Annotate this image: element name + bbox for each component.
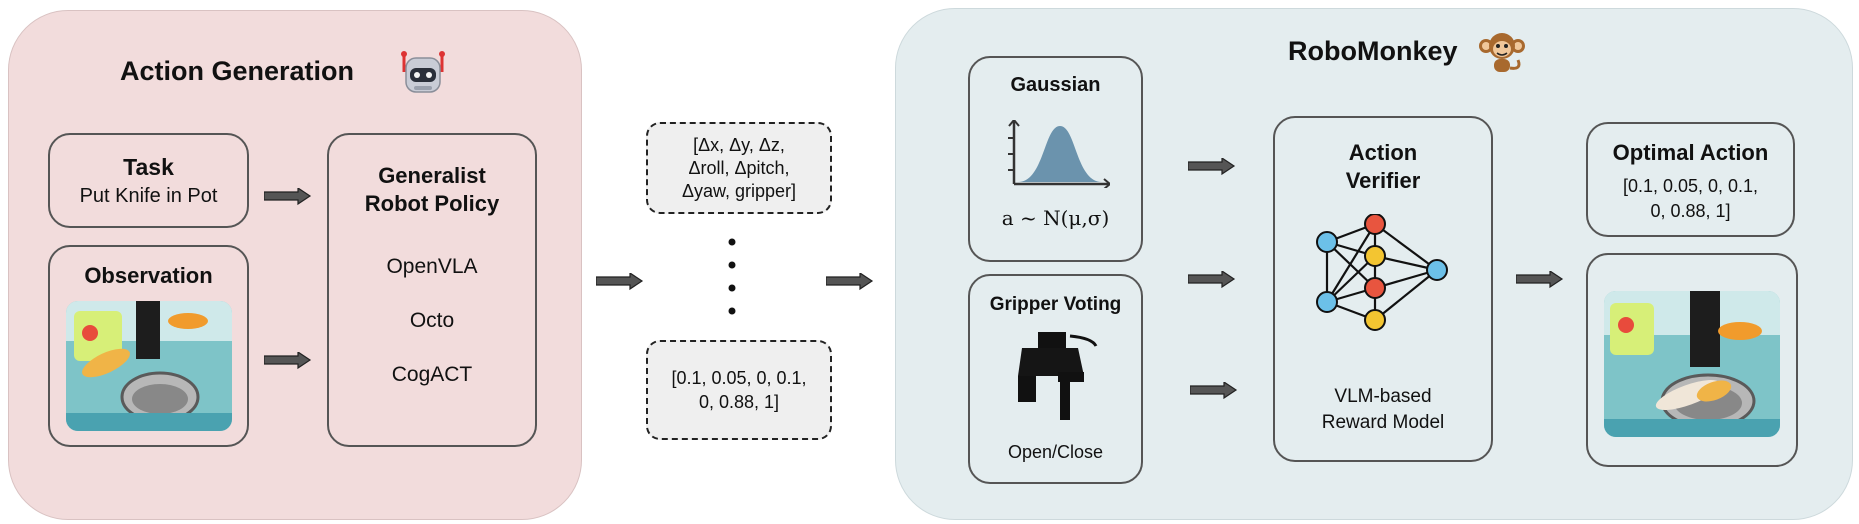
action-format-line1: [Δx, Δy, Δz,	[693, 134, 785, 155]
arrow-gripper-to-verifier	[1190, 382, 1237, 399]
model-octo: Octo	[409, 309, 455, 332]
model-cogact: CogACT	[391, 363, 473, 386]
model-openvla: OpenVLA	[386, 255, 478, 278]
optimal-action-box: Optimal Action [0.1, 0.05, 0, 0.1, 0, 0.…	[1586, 122, 1795, 237]
example-action-box: [0.1, 0.05, 0, 0.1, 0, 0.88, 1]	[646, 340, 832, 440]
optimal-action-title: Optimal Action	[1612, 140, 1769, 165]
action-generation-title: Action Generation	[120, 56, 355, 86]
task-text: Put Knife in Pot	[79, 184, 218, 207]
observation-box: Observation	[48, 245, 249, 447]
observation-image	[66, 301, 232, 431]
example-action-line1: [0.1, 0.05, 0, 0.1,	[671, 368, 807, 388]
arrow-policy-to-actions	[596, 273, 643, 290]
gaussian-curve-icon	[1008, 120, 1110, 188]
action-format-line2: Δroll, Δpitch,	[688, 157, 790, 178]
verifier-caption-line2: Reward Model	[1321, 412, 1445, 433]
neural-network-icon	[1316, 214, 1448, 331]
example-action-line2: 0, 0.88, 1]	[698, 392, 780, 412]
arrow-task-to-policy	[264, 188, 311, 205]
robot-icon	[401, 51, 445, 93]
policy-title-line1: Generalist	[378, 163, 486, 188]
result-image-box	[1586, 253, 1798, 467]
robomonkey-title: RoboMonkey	[1288, 36, 1458, 66]
arrow-verifier-to-optimal	[1516, 271, 1563, 288]
arrow-mid-to-verifier	[1188, 271, 1235, 288]
policy-title-line2: Robot Policy	[364, 191, 500, 216]
vertical-ellipsis	[728, 238, 736, 315]
monkey-icon	[1479, 33, 1525, 72]
arrow-gaussian-to-verifier	[1188, 158, 1235, 175]
action-verifier-box: Action Verifier VLM-based Reward Model	[1273, 116, 1493, 462]
gaussian-formula: a ~ N(μ,σ)	[1001, 206, 1110, 230]
task-title: Task	[123, 153, 174, 180]
gripper-voting-title: Gripper Voting	[989, 294, 1122, 315]
optimal-action-value-line2: 0, 0.88, 1]	[1650, 201, 1731, 221]
observation-title: Observation	[84, 263, 213, 288]
action-generation-panel	[8, 10, 582, 520]
action-format-line3: Δyaw, gripper]	[681, 180, 797, 201]
gaussian-title: Gaussian	[1010, 74, 1101, 96]
generalist-policy-box: Generalist Robot Policy OpenVLA Octo Cog…	[327, 133, 537, 447]
gripper-voting-caption: Open/Close	[1007, 442, 1104, 462]
action-format-box: [Δx, Δy, Δz, Δroll, Δpitch, Δyaw, grippe…	[646, 122, 832, 214]
gripper-icon	[1018, 332, 1098, 420]
arrow-actions-to-robomonkey	[826, 273, 873, 290]
verifier-title-line1: Action	[1348, 140, 1418, 165]
verifier-caption-line1: VLM-based	[1334, 386, 1432, 407]
arrow-observation-to-policy	[264, 352, 311, 369]
gaussian-box: Gaussian a ~ N(μ,σ)	[968, 56, 1143, 262]
optimal-action-value-line1: [0.1, 0.05, 0, 0.1,	[1622, 176, 1759, 196]
gripper-voting-box: Gripper Voting Open/Close	[968, 274, 1143, 484]
verifier-title-line2: Verifier	[1345, 168, 1421, 193]
task-box: Task Put Knife in Pot	[48, 133, 249, 228]
result-image	[1604, 291, 1780, 437]
